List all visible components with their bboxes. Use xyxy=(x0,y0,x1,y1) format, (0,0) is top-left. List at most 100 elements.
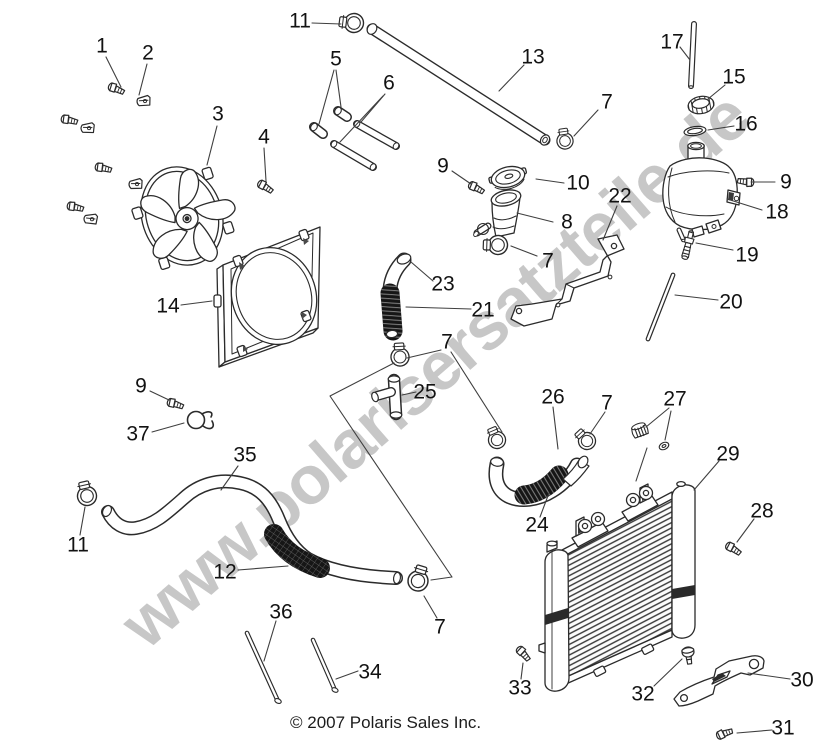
shroud-part xyxy=(213,226,321,368)
filler-neck-part xyxy=(473,189,522,238)
leader-line xyxy=(664,410,672,441)
bolt-9a xyxy=(466,179,487,197)
callout-label-7: 7 xyxy=(434,616,446,639)
callout-label-7: 7 xyxy=(441,331,453,354)
leader-line xyxy=(539,492,550,518)
bottle-cap-part xyxy=(687,95,715,115)
callout-label-28: 28 xyxy=(750,500,773,523)
leader-line xyxy=(335,69,342,108)
callout-label-20: 20 xyxy=(719,291,742,314)
leader-line xyxy=(707,125,735,131)
callout-label-1: 1 xyxy=(96,35,108,58)
leader-line xyxy=(138,63,148,96)
shroud-corner-tabs xyxy=(213,228,312,358)
callout-label-7: 7 xyxy=(542,250,554,273)
callout-label-6: 6 xyxy=(383,72,395,95)
leader-line xyxy=(405,306,472,310)
clamp-7c2 xyxy=(481,422,510,453)
leader-line xyxy=(220,465,239,491)
leader-line xyxy=(736,729,773,734)
callout-label-4: 4 xyxy=(258,126,270,149)
callout-label-16: 16 xyxy=(734,113,757,136)
leader-line xyxy=(653,658,683,687)
bolt-34-part xyxy=(310,637,339,693)
screw-31 xyxy=(714,726,735,741)
clamp-7e xyxy=(406,562,431,593)
leader-line xyxy=(516,212,554,223)
callout-label-36: 36 xyxy=(269,601,292,624)
leader-line xyxy=(573,109,599,137)
bolt-4 xyxy=(255,177,276,196)
leader-line xyxy=(423,595,438,619)
callout-label-30: 30 xyxy=(790,669,813,692)
callout-label-11: 11 xyxy=(289,10,311,33)
callout-label-10: 10 xyxy=(566,172,589,195)
callout-label-14: 14 xyxy=(156,295,180,318)
leader-line xyxy=(406,349,442,359)
callout-label-35: 35 xyxy=(233,444,256,467)
clamp-7d xyxy=(569,425,600,454)
copyright-text: © 2007 Polaris Sales Inc. xyxy=(290,713,482,732)
callout-label-11: 11 xyxy=(67,534,89,557)
callout-label-15: 15 xyxy=(722,66,745,89)
coolant-bottle-part xyxy=(662,141,741,243)
leader-line xyxy=(79,506,86,536)
callout-label-13: 13 xyxy=(521,46,544,69)
hose-24-part xyxy=(488,455,590,507)
bracket-22-part xyxy=(510,234,625,327)
leader-line xyxy=(747,672,791,680)
hose-35-part xyxy=(101,474,403,585)
leader-line xyxy=(263,620,277,662)
leader-line xyxy=(263,147,267,182)
mesh-sleeve-12 xyxy=(264,524,330,578)
leader-line xyxy=(410,261,434,282)
callout-label-17: 17 xyxy=(660,31,683,54)
callout-label-9: 9 xyxy=(437,155,449,178)
callout-label-7: 7 xyxy=(601,91,613,114)
tube-13-part xyxy=(366,23,551,146)
leader-line xyxy=(510,245,538,257)
leader-line xyxy=(401,391,417,396)
leader-line xyxy=(498,64,525,92)
fan-blades xyxy=(140,168,236,262)
radiator-part xyxy=(538,480,696,692)
callout-label-3: 3 xyxy=(212,103,224,126)
leader-line xyxy=(707,84,726,100)
callout-label-7: 7 xyxy=(601,392,613,415)
clamp-11-bottom xyxy=(71,476,101,510)
callout-label-29: 29 xyxy=(716,443,739,466)
connector-line xyxy=(635,447,648,482)
leader-line xyxy=(339,95,384,143)
leader-line xyxy=(693,460,720,491)
leader-line xyxy=(535,178,565,184)
leader-line xyxy=(602,205,618,241)
t-fitting-part xyxy=(371,373,403,421)
fitting-19-part xyxy=(681,230,695,260)
callout-label-31: 31 xyxy=(771,717,794,740)
pressure-cap-part xyxy=(488,165,528,190)
callout-label-18: 18 xyxy=(765,201,788,224)
gasket-part xyxy=(683,125,707,137)
leader-line xyxy=(237,565,289,571)
leader-line xyxy=(726,198,763,211)
leader-line xyxy=(149,390,170,401)
bolt-36-part xyxy=(244,630,282,704)
callout-label-19: 19 xyxy=(735,244,758,267)
callout-label-24: 24 xyxy=(525,514,549,537)
callout-label-34: 34 xyxy=(358,661,382,684)
bolt-32-part xyxy=(681,646,695,665)
callout-label-2: 2 xyxy=(142,42,154,65)
callout-label-21: 21 xyxy=(471,299,494,322)
radiator-bracket-b xyxy=(621,483,659,522)
callout-label-9: 9 xyxy=(780,171,792,194)
callout-label-27: 27 xyxy=(663,388,686,411)
fan-part xyxy=(131,166,236,271)
radiator-bracket-a xyxy=(571,511,609,548)
leader-line xyxy=(318,69,335,125)
leader-line xyxy=(552,406,559,450)
callout-label-33: 33 xyxy=(508,677,531,700)
tubes-6-part xyxy=(330,120,400,171)
clamp-7c1 xyxy=(386,339,412,369)
